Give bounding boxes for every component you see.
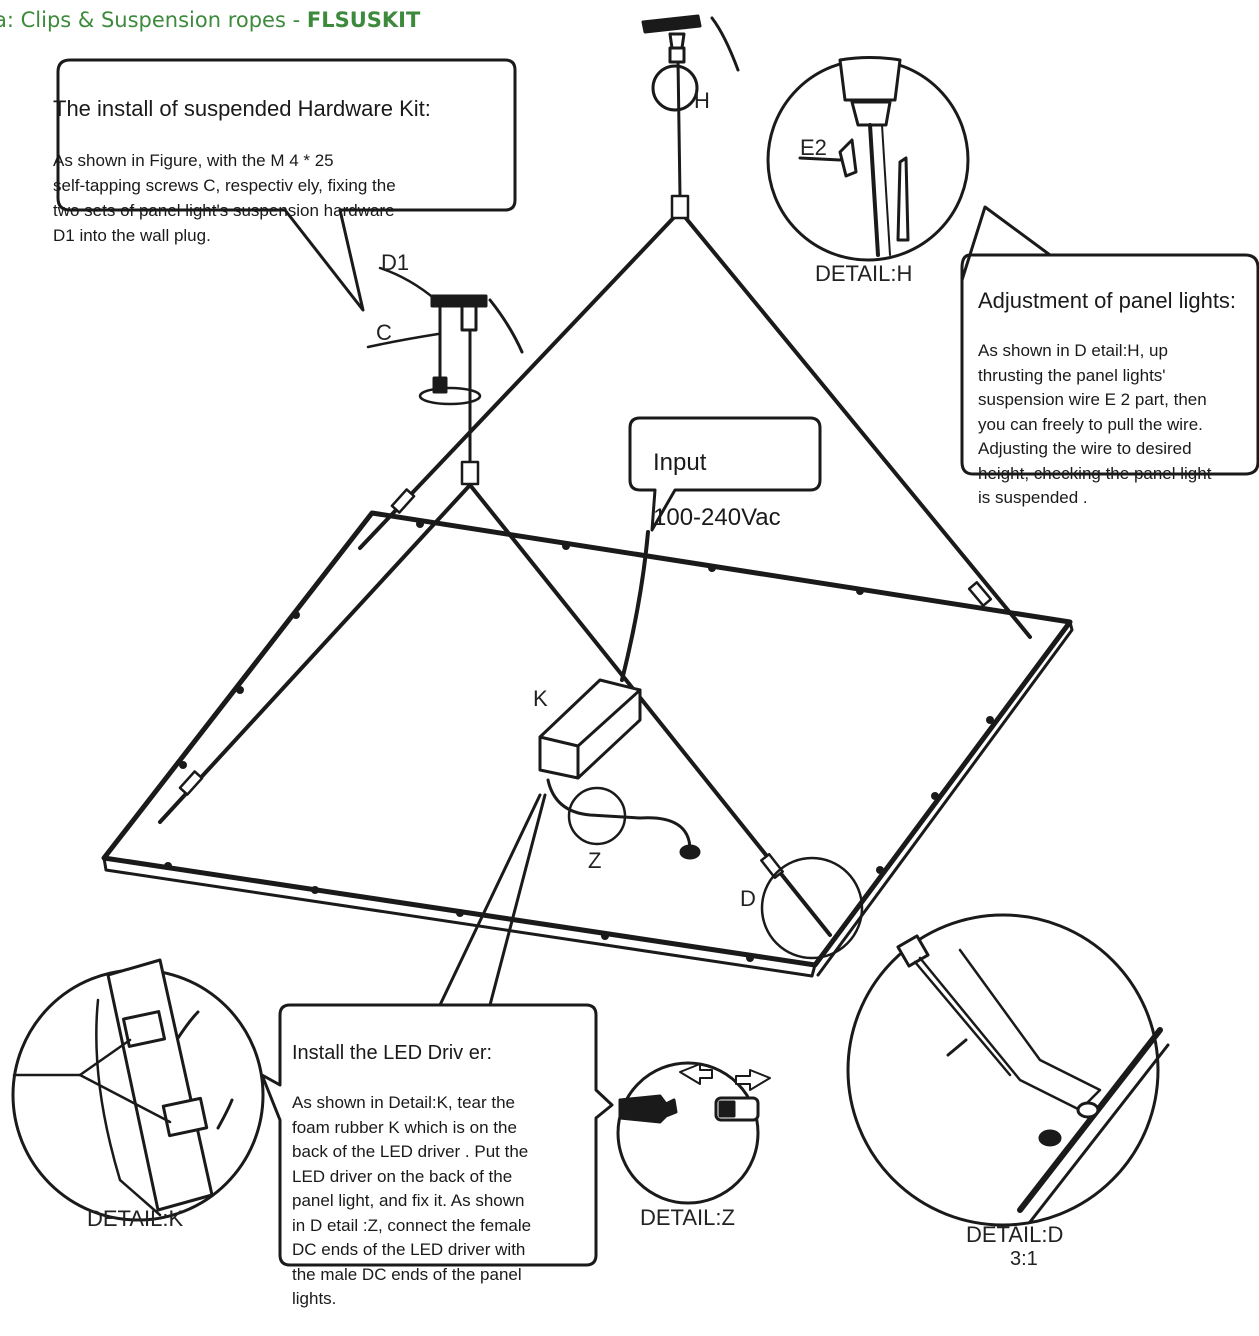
detail-d-ring [760,856,864,960]
detail-z-caption: DETAIL:Z [640,1205,735,1230]
adjustment-note: Adjustment of panel lights: As shown in … [978,262,1253,535]
led-driver-body: As shown in Detail:K, tear the foam rubb… [292,1093,532,1308]
suspension-wires [158,58,1032,937]
panel-light [101,510,1074,978]
hardware-kit-title: The install of suspended Hardware Kit: [53,96,431,121]
callout-bubbles [56,58,1259,1267]
label-h: H [694,88,710,113]
header-prefix: a: Clips & Suspension ropes - [0,8,307,32]
detail-d-scale: 3:1 [1010,1248,1038,1270]
adjustment-title: Adjustment of panel lights: [978,287,1237,313]
label-k: K [533,686,548,711]
label-z: Z [588,848,602,873]
header-title: a: Clips & Suspension ropes - FLSUSKIT [0,8,420,32]
adjustment-body: As shown in D etail:H, up thrusting the … [978,341,1212,507]
header-code: FLSUSKIT [306,8,421,32]
detail-d-caption: DETAIL:D [966,1222,1064,1247]
detail-d-view [846,913,1170,1227]
installation-diagram [11,14,1259,1267]
ceiling-hardware-h [641,14,740,112]
input-note: Input 100-240Vac [653,423,781,558]
label-d: D [740,886,756,911]
detail-h-caption: DETAIL:H [815,261,913,286]
label-c: C [376,320,392,345]
wire-grippers [178,194,993,879]
led-driver-title: Install the LED Driv er: [292,1041,493,1064]
hardware-kit-body: As shown in Figure, with the M 4 * 25 se… [53,151,396,245]
detail-z-view [616,1061,771,1205]
input-cable [620,530,650,682]
ceiling-hardware-d1 [366,266,524,406]
hardware-kit-note: The install of suspended Hardware Kit: A… [53,70,513,273]
led-driver [538,678,701,860]
input-label: Input [653,449,707,476]
detail-k-view [11,958,265,1222]
detail-k-caption: DETAIL:K [87,1206,184,1231]
led-driver-note: Install the LED Driv er: As shown in Det… [292,1014,592,1336]
detail-h-view [766,56,970,262]
label-e2: E2 [800,135,827,160]
input-voltage: 100-240Vac [653,504,781,531]
label-d1: D1 [381,250,410,275]
